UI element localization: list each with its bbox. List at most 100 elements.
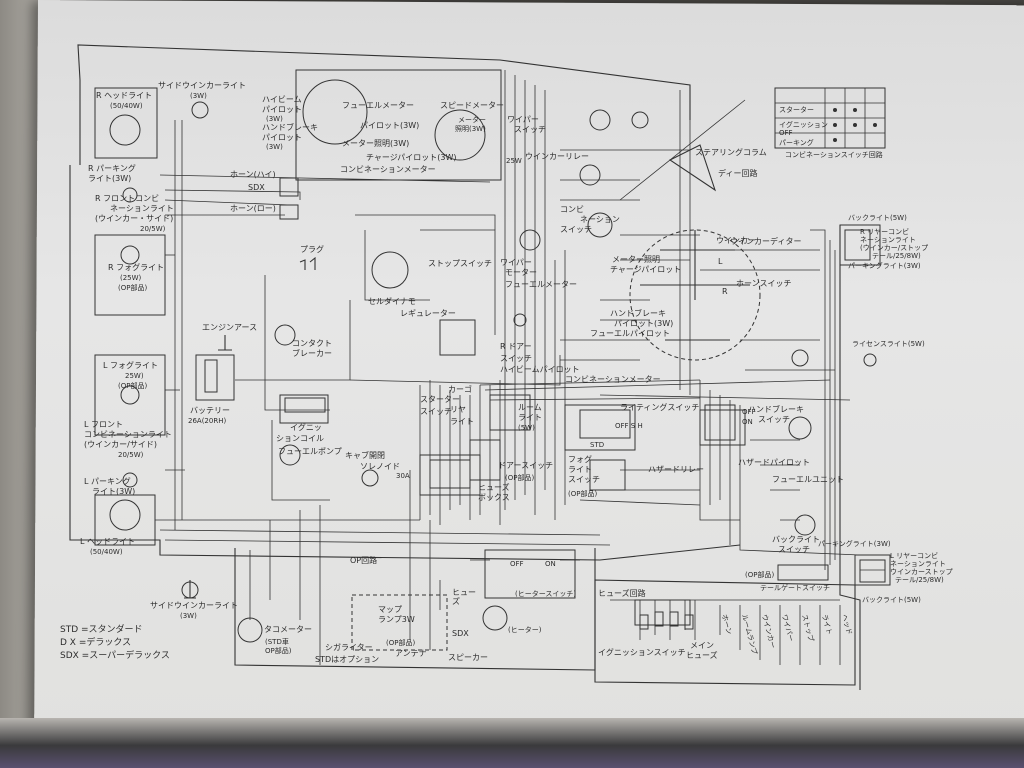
parking-light-l-label: パーキングライト(3W) — [818, 539, 891, 548]
back-light-switch-label-2: スイッチ — [778, 545, 810, 554]
tail-gate-switch-label: テールゲートスイッチ — [760, 583, 830, 592]
tachometer-label: タコメーター — [264, 625, 312, 634]
cab-solenoid-label-2: ソレノイド — [360, 462, 400, 471]
high-beam-pilot-label: ハイビーム — [262, 95, 302, 104]
wiper-switch-label: ワイパー — [507, 115, 539, 124]
door-label: R ドアー — [500, 342, 532, 351]
rear-combi-l-label: L リヤーコンビ — [890, 551, 938, 560]
side-winker-bottom-watt: (3W) — [180, 612, 197, 620]
engine-earth-label: エンジンアース — [202, 323, 257, 332]
fuel-pump-label: フューエルポンプ — [278, 447, 342, 456]
l-fog-watt: 25W) — [125, 372, 144, 380]
tachometer-label-2: (STD車 — [265, 637, 289, 646]
std-label: STD — [590, 441, 604, 449]
fuse-label-2-group: ウインカー — [760, 613, 777, 649]
op-parts-label: (OP部品) — [745, 570, 774, 579]
hand-brake-pilot-watt: (3W) — [266, 143, 283, 151]
meter-pilot-label: メーター照明 — [612, 255, 660, 264]
r-front-combi-label-2: ネーションライト — [110, 204, 174, 213]
fuse-label-4-group: ストップ — [800, 613, 815, 642]
l-front-combi-watt: 20/5W) — [118, 451, 144, 459]
map-lamp-label: マップ — [378, 605, 402, 614]
fuse-label-0-group: ホーン — [720, 613, 733, 635]
winker-deter-label: ウインカーディター — [730, 236, 801, 246]
hazard-pilot-label: ハザードパイロット — [738, 458, 810, 467]
speedometer-label-3: 照明(3W) — [455, 125, 486, 133]
horn-high-label: ホーン(ハイ) — [230, 170, 276, 179]
high-beam-pilot-label-2: パイロット — [262, 105, 302, 114]
fuse-op-label: ヒュー — [452, 588, 476, 597]
battery-spec: 26A(20RH) — [188, 417, 226, 425]
charge-pilot-b-label: チャージパイロット — [610, 265, 681, 274]
legend: STD =スタンダード D X =デラックス SDX =スーパーデラックス — [60, 623, 170, 661]
fuel-pilot-b-label: フューエルパイロット — [590, 329, 670, 338]
rear-combi-r-label-4: テール/25/8W) — [872, 252, 921, 260]
back-light-switch-label: バックライト — [772, 535, 820, 544]
legend-std: STD =スタンダード — [60, 623, 143, 635]
plug-label: プラグ — [300, 244, 324, 254]
speaker-sdx-label: SDX — [452, 629, 469, 638]
main-fuse-label: メイン — [690, 641, 714, 650]
heater-switch-label: (ヒータースイッチ) — [515, 589, 576, 598]
rear-combi-l-label-3: ウインカーストップ — [890, 568, 953, 576]
combi-circuit-label: コンビネーションスイッチ回路 — [785, 150, 883, 159]
heater-on-label: ON — [545, 560, 556, 568]
charge-pilot-label: チャージパイロット(3W) — [366, 153, 457, 162]
winker-relay-watt: 25W — [506, 157, 522, 165]
starter-switch-label-2: スイッチ — [420, 407, 452, 416]
l-front-combi-label-2: コンビネーションライト — [84, 430, 172, 439]
wiper-motor-label-2: モーター — [505, 268, 537, 277]
switch-on-label: ON — [742, 418, 753, 426]
fuse-label-room: ルームランプ — [740, 613, 758, 655]
combination-meter-b-label: コンビネーションメーター — [565, 375, 661, 384]
off-row-label: OFF — [779, 129, 793, 137]
fuse-label-3-group: ワイパー — [780, 613, 795, 642]
lighting-switch-label: ライティングスイッチ — [620, 402, 699, 412]
rear-combi-l-label-4: テール/25/8W) — [895, 576, 944, 584]
cigar-lighter-label: シガライター — [325, 642, 373, 652]
fuse-label-horn: ホーン — [720, 613, 733, 635]
hazard-relay-label: ハザードリレー — [648, 465, 704, 474]
stop-switch-label: ストップスイッチ — [428, 259, 492, 268]
steering-column-label-2: ディー回路 — [718, 168, 757, 178]
map-lamp-op: (OP部品) — [386, 638, 415, 647]
carrier-light-label-2: リヤ — [450, 405, 466, 414]
switch-off-label: OFF — [742, 408, 756, 416]
text-labels: R ヘッドライト (50/40W) サイドウインカーライト (3W) R パーキ… — [80, 81, 953, 664]
r-fog-watt: (25W) — [120, 274, 142, 282]
l-fog-label: L フォグライト — [103, 360, 158, 370]
ignition-row-label: イグニッション — [779, 120, 828, 129]
tachometer-label-3: OP部品) — [265, 646, 292, 655]
fuse-label-wiper: ワイパー — [780, 613, 795, 642]
carrier-light-label-3: ライト — [450, 417, 474, 426]
horn-low-label: ホーン(ロー) — [230, 204, 276, 213]
cell-dynamo-label: セルダイナモ — [368, 296, 416, 306]
rear-combi-l-label-2: ネーションライト — [890, 560, 946, 568]
hand-brake-switch-label: ハンドブレーキ — [748, 404, 804, 414]
r-front-combi-label: R フロントコンビ — [95, 194, 159, 203]
steering-column-label: ステアリングコラム — [695, 147, 767, 157]
door-switch-op: (OP部品) — [505, 473, 534, 482]
starter-switch-label: スターター — [420, 395, 460, 404]
fuse-label-6-group: ヘッド — [840, 613, 853, 635]
fog-switch-label-2: ライト — [568, 465, 592, 474]
license-light-label: ライセンスライト(5W) — [852, 340, 925, 348]
side-winker-top-label: サイドウインカーライト — [158, 81, 246, 90]
fuse-label-5-group: ライト — [820, 613, 833, 635]
fuse-label-head: ヘッド — [840, 613, 853, 635]
combi-switch-label-2: ネーション — [580, 215, 620, 224]
r-front-combi-watt: 20/5W) — [140, 225, 166, 233]
carrier-light-label: カーゴ — [448, 384, 472, 394]
rear-combi-r-label-2: ネーションライト — [860, 236, 916, 244]
map-lamp-label-2: ランプ3W — [378, 615, 415, 624]
door-switch-label: ドアースイッチ — [498, 461, 553, 470]
room-switch-label-2: ライト — [518, 413, 542, 422]
wiper-motor-label: ワイパー — [500, 258, 532, 267]
ignition-coil-label-2: ションコイル — [276, 434, 324, 443]
main-fuse-label-2: ヒューズ — [686, 650, 718, 660]
hand-brake-pilot-label-2: パイロット — [262, 133, 302, 142]
speedometer-label: スピードメーター — [440, 101, 504, 110]
l-headlight-watt: (50/40W) — [90, 548, 123, 556]
